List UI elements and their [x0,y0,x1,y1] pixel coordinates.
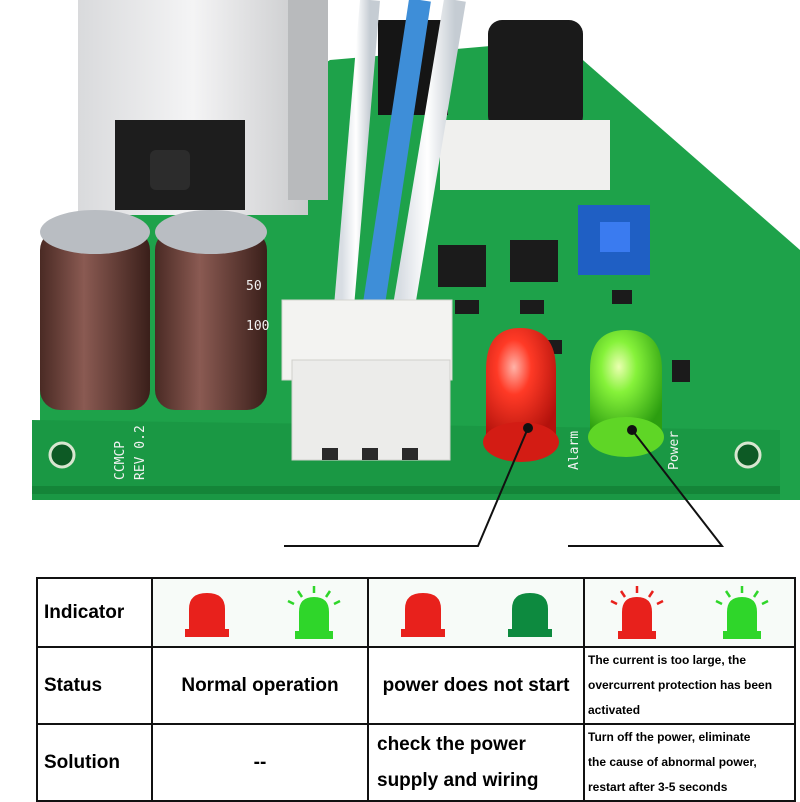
solution-restart: Turn off the power, eliminate the cause … [583,723,796,802]
mount-hole-right [734,441,762,469]
green-lamp-off-icon [507,592,552,637]
indicator-cell-no-start [367,577,585,648]
heat-sink [78,0,328,215]
wire-bundle [332,0,466,332]
red-lamp-on-icon [400,592,445,637]
silkscreen-rev: REV 0.2 [133,425,148,480]
red-lamp-blinking-icon [610,585,664,639]
silkscreen-alarm: Alarm [567,431,582,470]
pcb-photo: 50 100 CCMCP REV 0.2 Alarm Power [32,0,800,547]
mount-hole-left [48,441,76,469]
status-power-does-not-start: power does not start [367,646,585,725]
solution-restart-line-3: restart after 3-5 seconds [588,780,728,794]
red-lamp-on-icon [184,592,229,637]
silkscreen-model: CCMCP [113,441,128,480]
solution-check-power: check the power supply and wiring [367,723,585,802]
row-label-status: Status [36,646,153,725]
table-row-solution: Solution -- check the power supply and w… [36,723,796,802]
solution-restart-line-2: the cause of abnormal power, [588,755,757,769]
cap-marking-1: 50 [246,279,262,294]
solution-check-power-line-2: supply and wiring [377,769,539,791]
status-normal-operation: Normal operation [151,646,369,725]
green-lamp-blinking-icon [286,585,341,639]
solution-none: -- [151,723,369,802]
red-led [483,328,559,462]
solution-check-power-line-1: check the power [377,733,526,755]
pointer-lines [284,423,725,547]
row-label-solution: Solution [36,723,153,802]
row-label-indicator: Indicator [36,577,153,648]
status-overcurrent-line-2: overcurrent protection has been [588,678,773,692]
indicator-cell-overcurrent [583,577,796,648]
cap-marking-2: 100 [246,319,269,334]
status-overcurrent-line-1: The current is too large, the [588,653,747,667]
solution-restart-line-1: Turn off the power, eliminate [588,730,751,744]
white-resistor-block [440,120,610,190]
indicator-table: Indicator [36,577,796,802]
green-lamp-blinking-icon [715,585,769,639]
table-row-status: Status Normal operation power does not s… [36,646,796,725]
indicator-cell-normal [151,577,369,648]
status-overcurrent: The current is too large, the overcurren… [583,646,796,725]
status-overcurrent-line-3: activated [588,703,641,717]
table-row-indicator: Indicator [36,577,796,648]
silkscreen-power: Power [667,431,682,470]
wire-connector [281,299,453,461]
capacitor-back-2 [488,20,583,130]
green-led [588,330,664,457]
smd-chips [438,240,690,382]
electrolytic-capacitors: 50 100 [40,210,269,410]
